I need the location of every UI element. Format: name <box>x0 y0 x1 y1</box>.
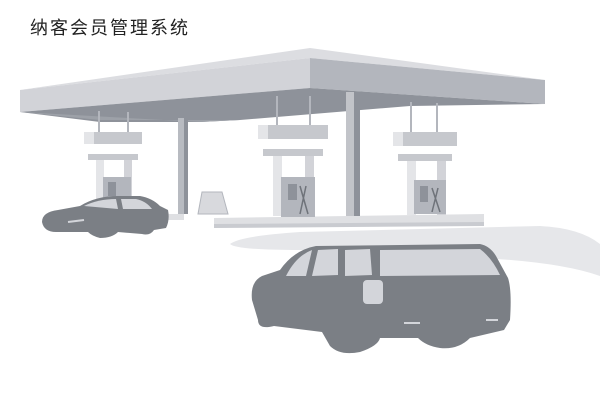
fuel-pump-1 <box>84 111 142 207</box>
island-base <box>150 214 484 228</box>
pillars <box>178 92 360 216</box>
fuel-pump-3 <box>393 102 457 215</box>
sedan-car <box>42 196 169 238</box>
app-title: 纳客会员管理系统 <box>30 18 190 39</box>
fuel-pump-2 <box>258 96 328 217</box>
sandwich-sign <box>197 191 229 215</box>
suv-car <box>251 244 511 354</box>
canopy <box>20 48 545 122</box>
